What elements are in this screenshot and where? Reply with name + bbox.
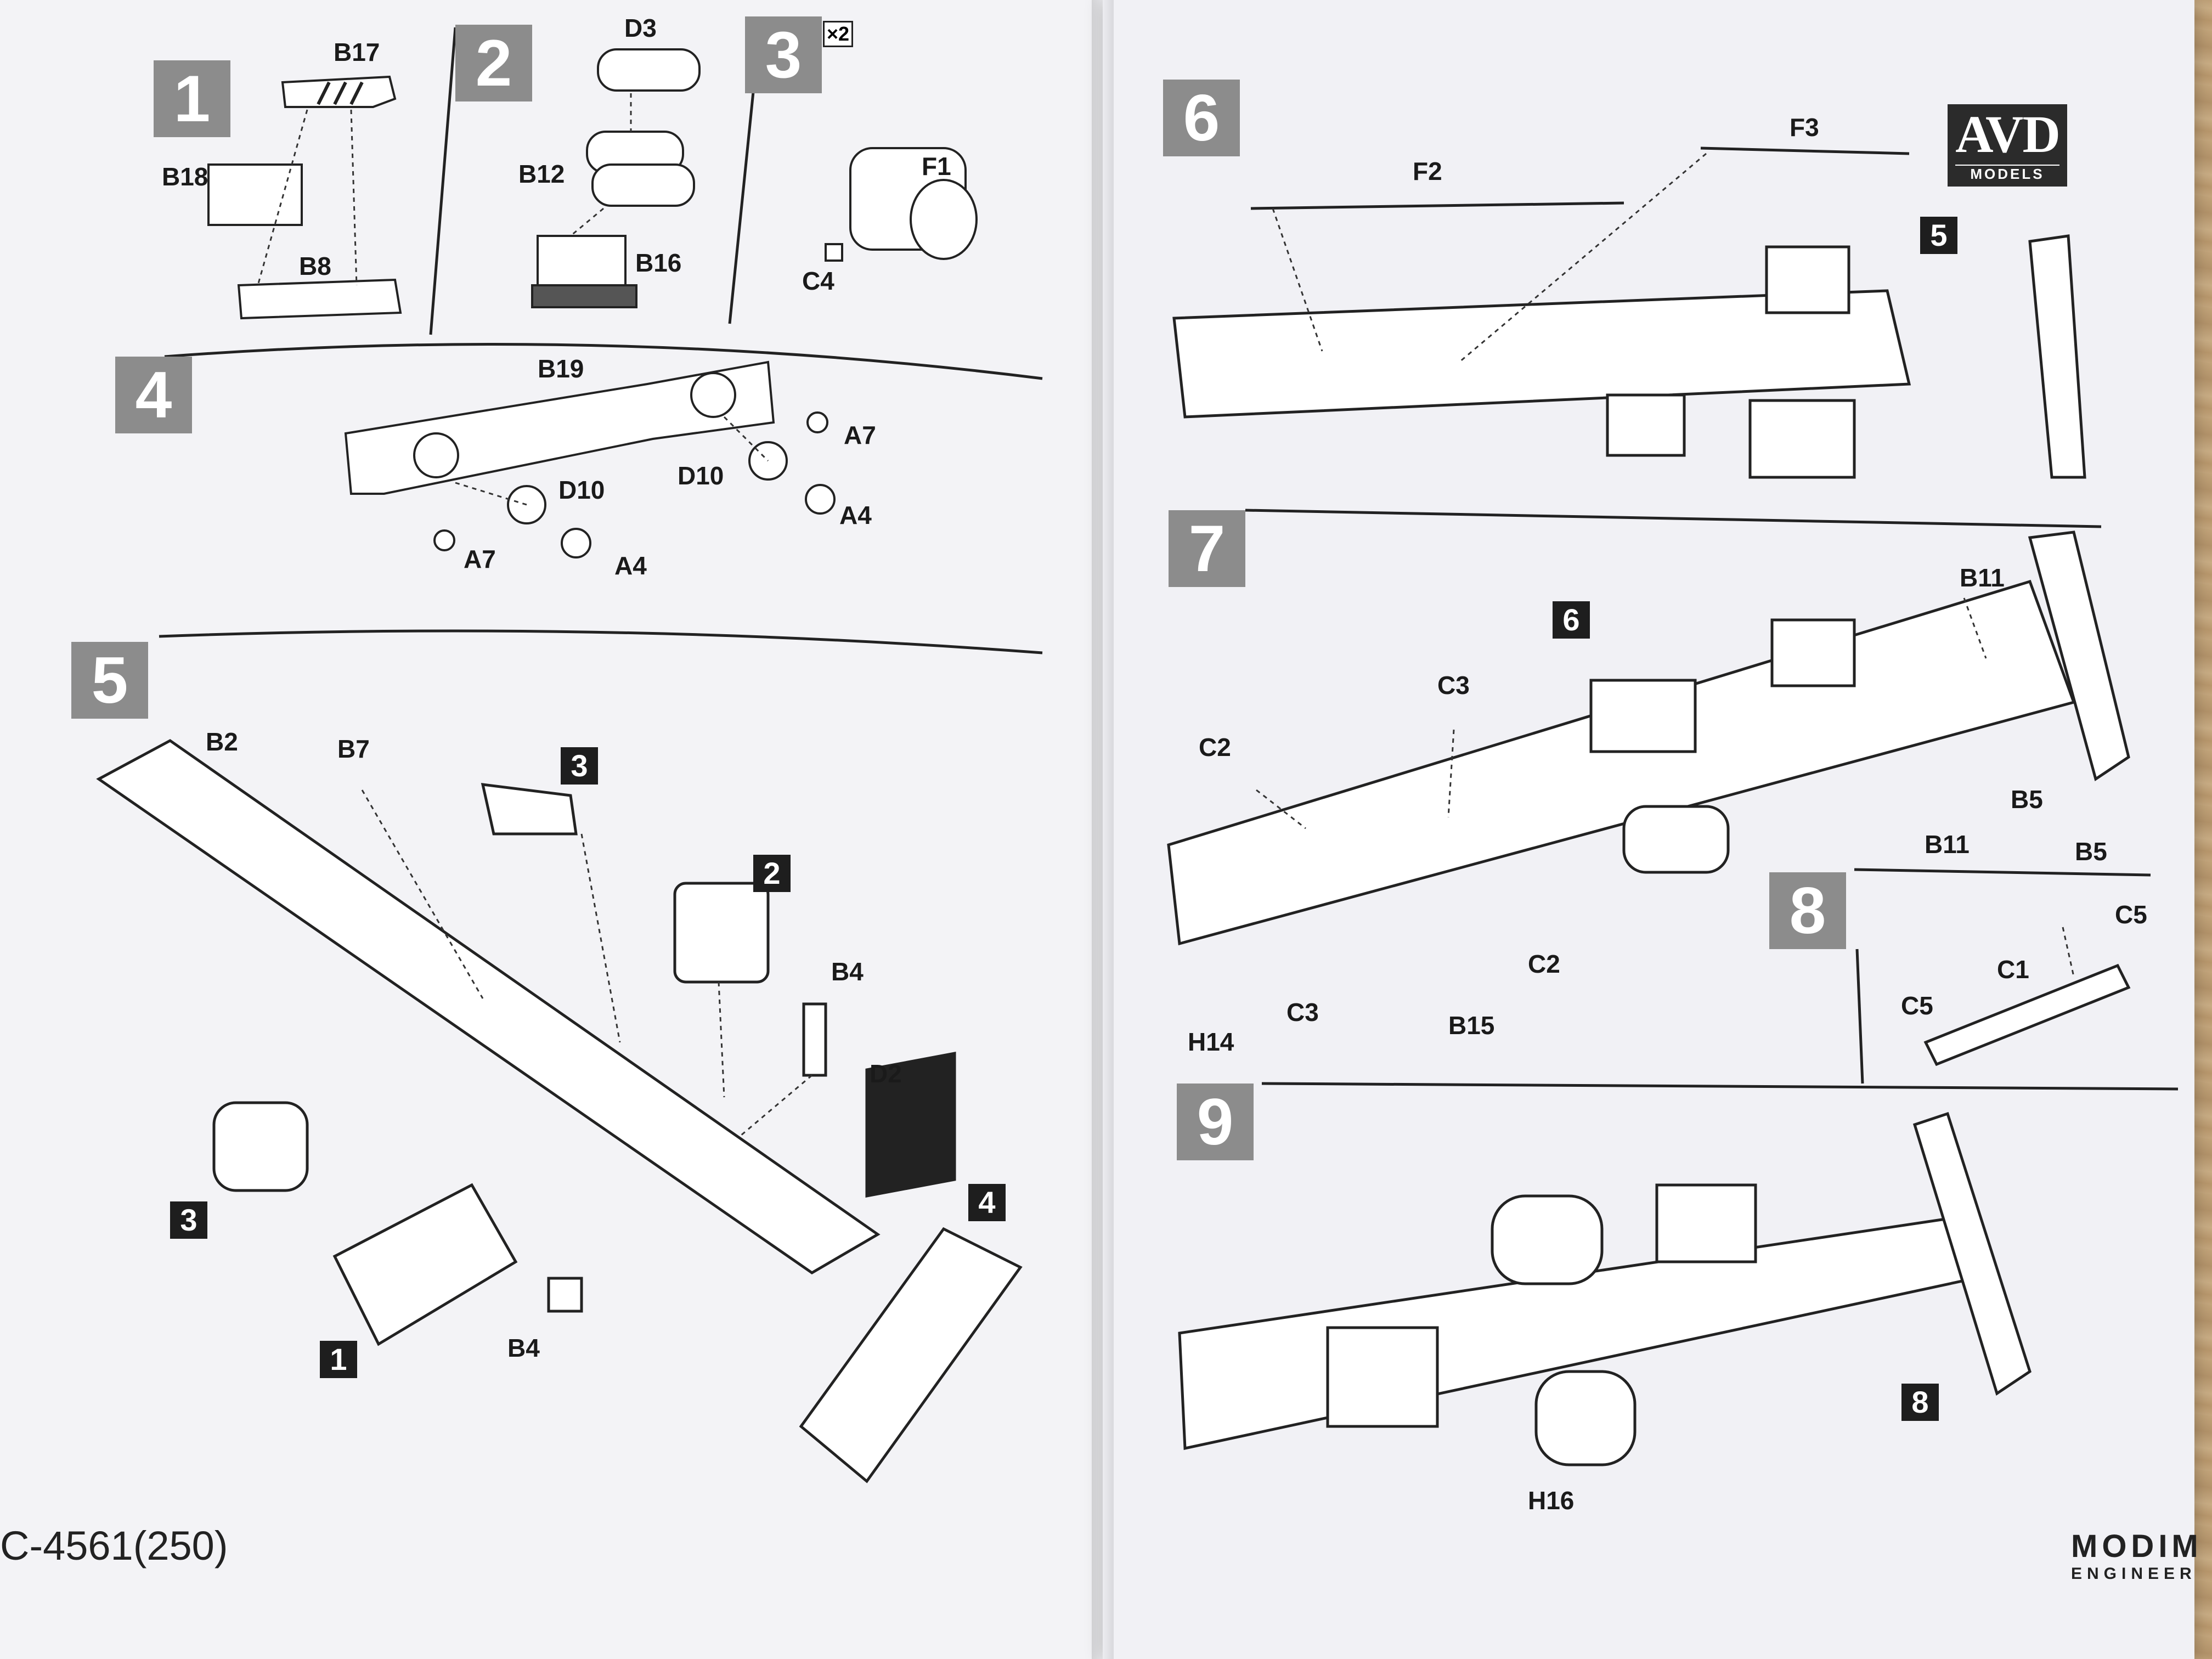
step-reference-badge: 6 [1553,601,1590,639]
dotted-leaders [257,93,2075,1137]
part-label: A7 [464,545,496,573]
step9-chassis [1178,1111,2032,1466]
part-label: D2 [870,1059,902,1088]
part-label: B18 [162,162,208,191]
part-label: B5 [2075,837,2107,866]
step4-bumper [344,360,836,558]
part-label: C3 [1286,998,1319,1026]
step8-part [1923,963,2131,1066]
divider-line [1261,1082,2179,1091]
logo-main-text: AVD [1955,105,2061,163]
brand-main-text: MODIM [2071,1528,2203,1564]
part-label: A4 [839,501,872,529]
product-code: C-4561(250) [0,1523,228,1568]
step2-parts [531,48,701,308]
part-label: B17 [334,38,380,66]
part-label: C3 [1437,671,1470,699]
divider-line [1855,949,1864,1084]
step-number-8: 8 [1769,872,1846,949]
divider-line [164,343,1043,380]
part-label: F2 [1413,157,1442,185]
part-label: D10 [558,476,605,504]
step-reference-badge: 1 [320,1341,357,1378]
step-number-7: 7 [1169,510,1245,587]
divider-line [159,629,1043,654]
part-label: C1 [1997,955,2029,984]
avd-models-logo: AVD MODELS [1948,104,2067,187]
part-label: B4 [831,957,864,986]
step-number-5: 5 [71,642,148,719]
step7-chassis [1167,531,2130,946]
step-number-2: 2 [455,25,532,101]
divider-line [1854,868,2151,877]
step6-chassis [1172,146,2086,479]
part-label: B5 [2011,785,2043,814]
step-reference-badge: 8 [1901,1384,1939,1421]
part-label: D3 [624,14,657,42]
part-label: B16 [635,249,682,277]
part-label: D10 [678,461,724,490]
step-number-1: 1 [154,60,230,137]
part-label: C2 [1199,733,1231,761]
part-label: B4 [507,1334,540,1362]
part-label: B8 [299,252,331,280]
part-label: F3 [1790,113,1819,142]
part-label: C2 [1528,950,1560,978]
step-reference-badge: 3 [170,1201,207,1239]
step-reference-badge: 2 [753,855,791,892]
part-label: B11 [1960,563,2005,592]
step-number-4: 4 [115,357,192,433]
part-label: F1 [922,152,951,180]
step5-chassis [96,739,1023,1483]
part-label: A4 [614,551,647,580]
part-label: B2 [206,727,238,756]
step-reference-badge: 4 [968,1184,1006,1221]
part-label: B15 [1448,1011,1495,1040]
step-number-6: 6 [1163,80,1240,156]
part-label: B12 [518,160,565,188]
part-label: C4 [802,267,834,295]
step1-parts [207,75,402,320]
quantity-badge: ×2 [823,21,854,47]
modimio-brand: MODIM ENGINEER [2071,1528,2203,1583]
part-label: A7 [844,421,876,449]
divider-line [1245,509,2102,528]
step-number-3: 3 [745,16,822,93]
part-label: B19 [538,354,584,383]
step3-parts [825,147,978,262]
step-number-9: 9 [1177,1084,1254,1160]
part-label: H16 [1528,1486,1575,1515]
part-label: C5 [1901,991,1933,1020]
step-reference-badge: 3 [561,747,598,785]
step-reference-badge: 5 [1920,217,1957,254]
logo-sub-text: MODELS [1955,165,2059,182]
part-label: B7 [337,735,370,763]
part-label: H14 [1188,1028,1234,1056]
brand-sub-text: ENGINEER [2071,1565,2197,1583]
divider-line [429,27,457,335]
part-label: C5 [2115,900,2147,929]
part-label: B11 [1925,830,1970,859]
booklet-gutter [1092,0,1114,1659]
